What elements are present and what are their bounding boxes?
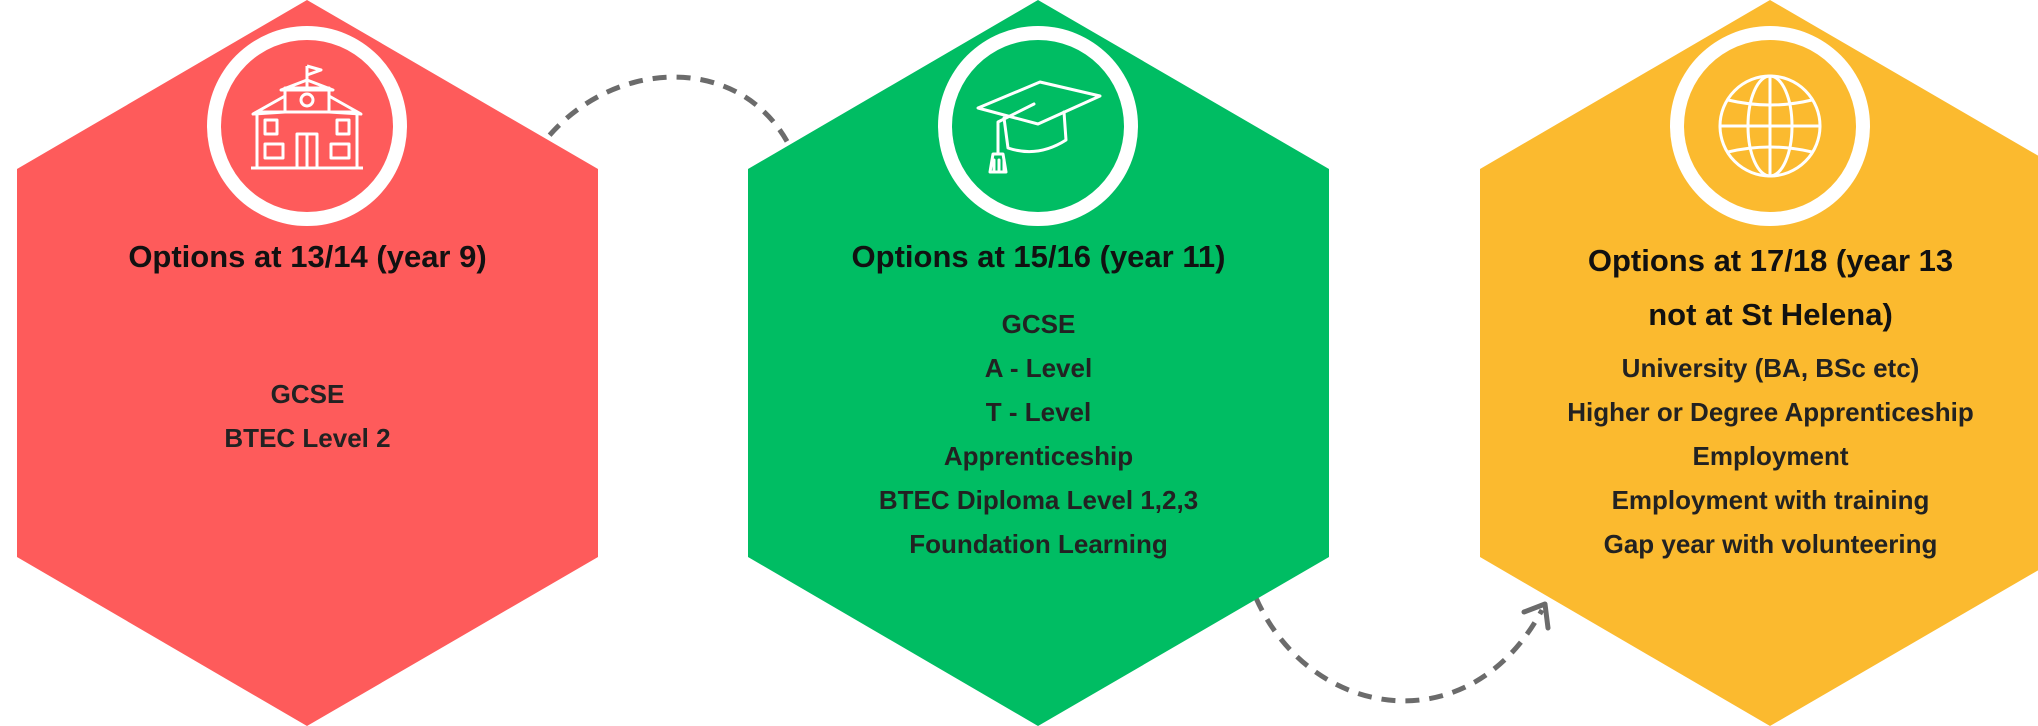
arrow-connector-2 bbox=[1253, 596, 1545, 704]
option-item: Foundation Learning bbox=[909, 529, 1168, 559]
option-list: GCSE BTEC Level 2 bbox=[27, 372, 588, 460]
option-item: Gap year with volunteering bbox=[1603, 529, 1938, 559]
option-item: Apprenticeship bbox=[943, 441, 1134, 471]
graduation-cap-icon bbox=[938, 26, 1138, 226]
globe-icon bbox=[1670, 26, 1870, 226]
option-list: GCSE A - Level T - Level Apprenticeship … bbox=[758, 302, 1319, 566]
option-item: A - Level bbox=[984, 353, 1093, 383]
stage-card-year-9: Options at 13/14 (year 9) GCSE BTEC Leve… bbox=[17, 0, 598, 726]
stage-card-year-13: Options at 17/18 (year 13 not at St Hele… bbox=[1480, 0, 2038, 726]
stage-title: Options at 17/18 (year 13 not at St Hele… bbox=[1500, 234, 2038, 342]
option-item: GCSE bbox=[270, 379, 345, 409]
option-item: BTEC Level 2 bbox=[224, 423, 391, 453]
option-item: Higher or Degree Apprenticeship bbox=[1567, 397, 1974, 427]
option-item: GCSE bbox=[1001, 309, 1076, 339]
option-item: T - Level bbox=[985, 397, 1092, 427]
hexagon-yellow bbox=[1480, 0, 2038, 726]
option-item: University (BA, BSc etc) bbox=[1621, 353, 1920, 383]
arrowhead-2-icon bbox=[1521, 601, 1551, 631]
option-item: Employment with training bbox=[1611, 485, 1930, 515]
stage-title: Options at 13/14 (year 9) bbox=[128, 239, 487, 274]
hexagon-red bbox=[17, 0, 598, 726]
stage-title-line: not at St Helena) bbox=[1648, 297, 1893, 332]
stage-title-line: Options at 17/18 (year 13 bbox=[1587, 243, 1954, 278]
hexagon-green bbox=[748, 0, 1329, 726]
arrow-connector-1 bbox=[520, 74, 803, 177]
stage-card-year-11: Options at 15/16 (year 11) GCSE A - Leve… bbox=[748, 0, 1329, 726]
school-building-icon bbox=[207, 26, 407, 226]
stage-title: Options at 15/16 (year 11) bbox=[851, 239, 1226, 274]
option-item: BTEC Diploma Level 1,2,3 bbox=[878, 485, 1199, 515]
option-item: Employment bbox=[1692, 441, 1849, 471]
option-list: University (BA, BSc etc) Higher or Degre… bbox=[1490, 346, 2038, 566]
